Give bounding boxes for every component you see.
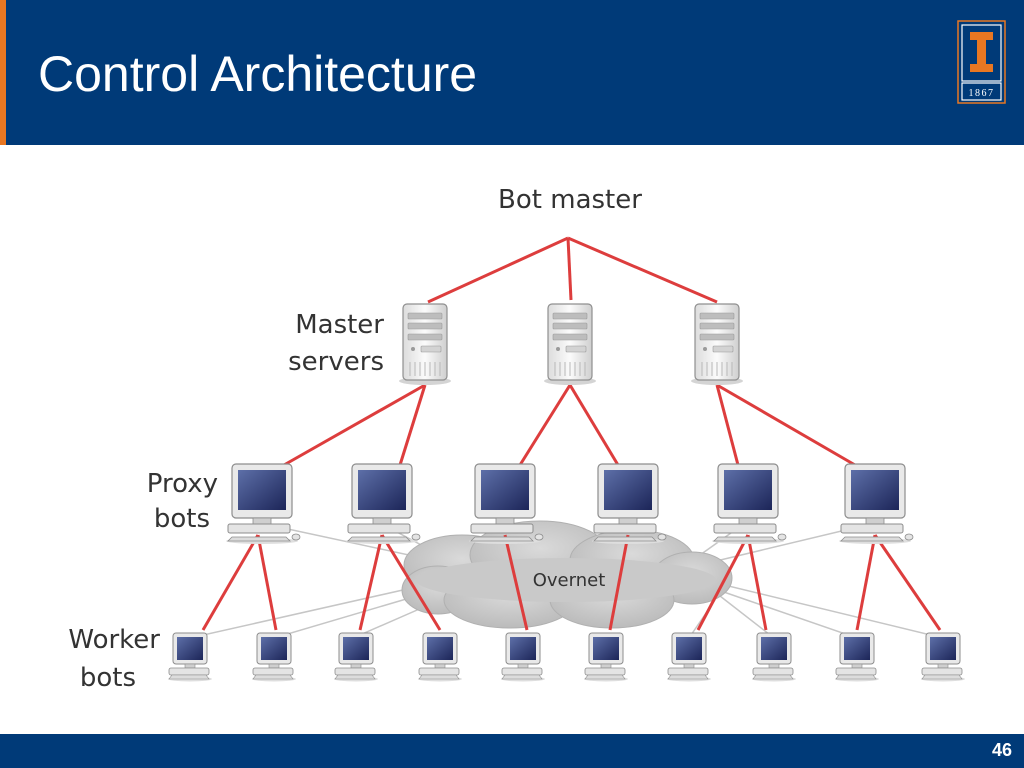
worker-bot-8 bbox=[751, 632, 797, 682]
slide-footer: 46 bbox=[0, 734, 1024, 768]
master-servers-label-line1: Master bbox=[295, 310, 384, 340]
proxy-bot-3 bbox=[468, 463, 544, 545]
master-server-3 bbox=[690, 303, 744, 386]
worker-bots-label-line2: bots bbox=[80, 663, 136, 693]
page-number: 46 bbox=[991, 740, 1012, 760]
proxy-bot-5 bbox=[711, 463, 787, 545]
worker-bot-9 bbox=[834, 632, 880, 682]
slide-title: Control Architecture bbox=[38, 46, 478, 102]
proxy-bots-label-line1: Proxy bbox=[147, 469, 218, 499]
master-server-2 bbox=[543, 303, 597, 386]
worker-bot-3 bbox=[333, 632, 379, 682]
logo-year: 1867 bbox=[969, 88, 995, 99]
command-links bbox=[201, 236, 942, 631]
worker-bot-4 bbox=[417, 632, 463, 682]
master-servers-label-line2: servers bbox=[288, 347, 384, 377]
worker-bot-1 bbox=[167, 632, 213, 682]
worker-bot-2 bbox=[251, 632, 297, 682]
overnet-label: Overnet bbox=[533, 570, 606, 591]
botnet-control-diagram: Overnet bbox=[68, 185, 966, 693]
proxy-bot-4 bbox=[591, 463, 667, 545]
proxy-bot-1 bbox=[225, 463, 301, 545]
header-accent-bar bbox=[0, 0, 6, 145]
bot-master-label: Bot master bbox=[498, 185, 642, 215]
proxy-bots-label-line2: bots bbox=[154, 504, 210, 534]
worker-bot-5 bbox=[500, 632, 546, 682]
proxy-bot-2 bbox=[345, 463, 421, 545]
worker-bot-10 bbox=[920, 632, 966, 682]
overnet-cloud: Overnet bbox=[401, 520, 733, 629]
master-servers bbox=[398, 303, 744, 386]
master-server-1 bbox=[398, 303, 452, 386]
university-logo: 1867 bbox=[957, 20, 1006, 104]
proxy-bot-6 bbox=[838, 463, 914, 545]
worker-bot-6 bbox=[583, 632, 629, 682]
worker-bots bbox=[167, 632, 966, 682]
worker-bot-7 bbox=[666, 632, 712, 682]
worker-bots-label-line1: Worker bbox=[68, 625, 160, 655]
slide-header: Control Architecture 1867 bbox=[0, 0, 1024, 145]
